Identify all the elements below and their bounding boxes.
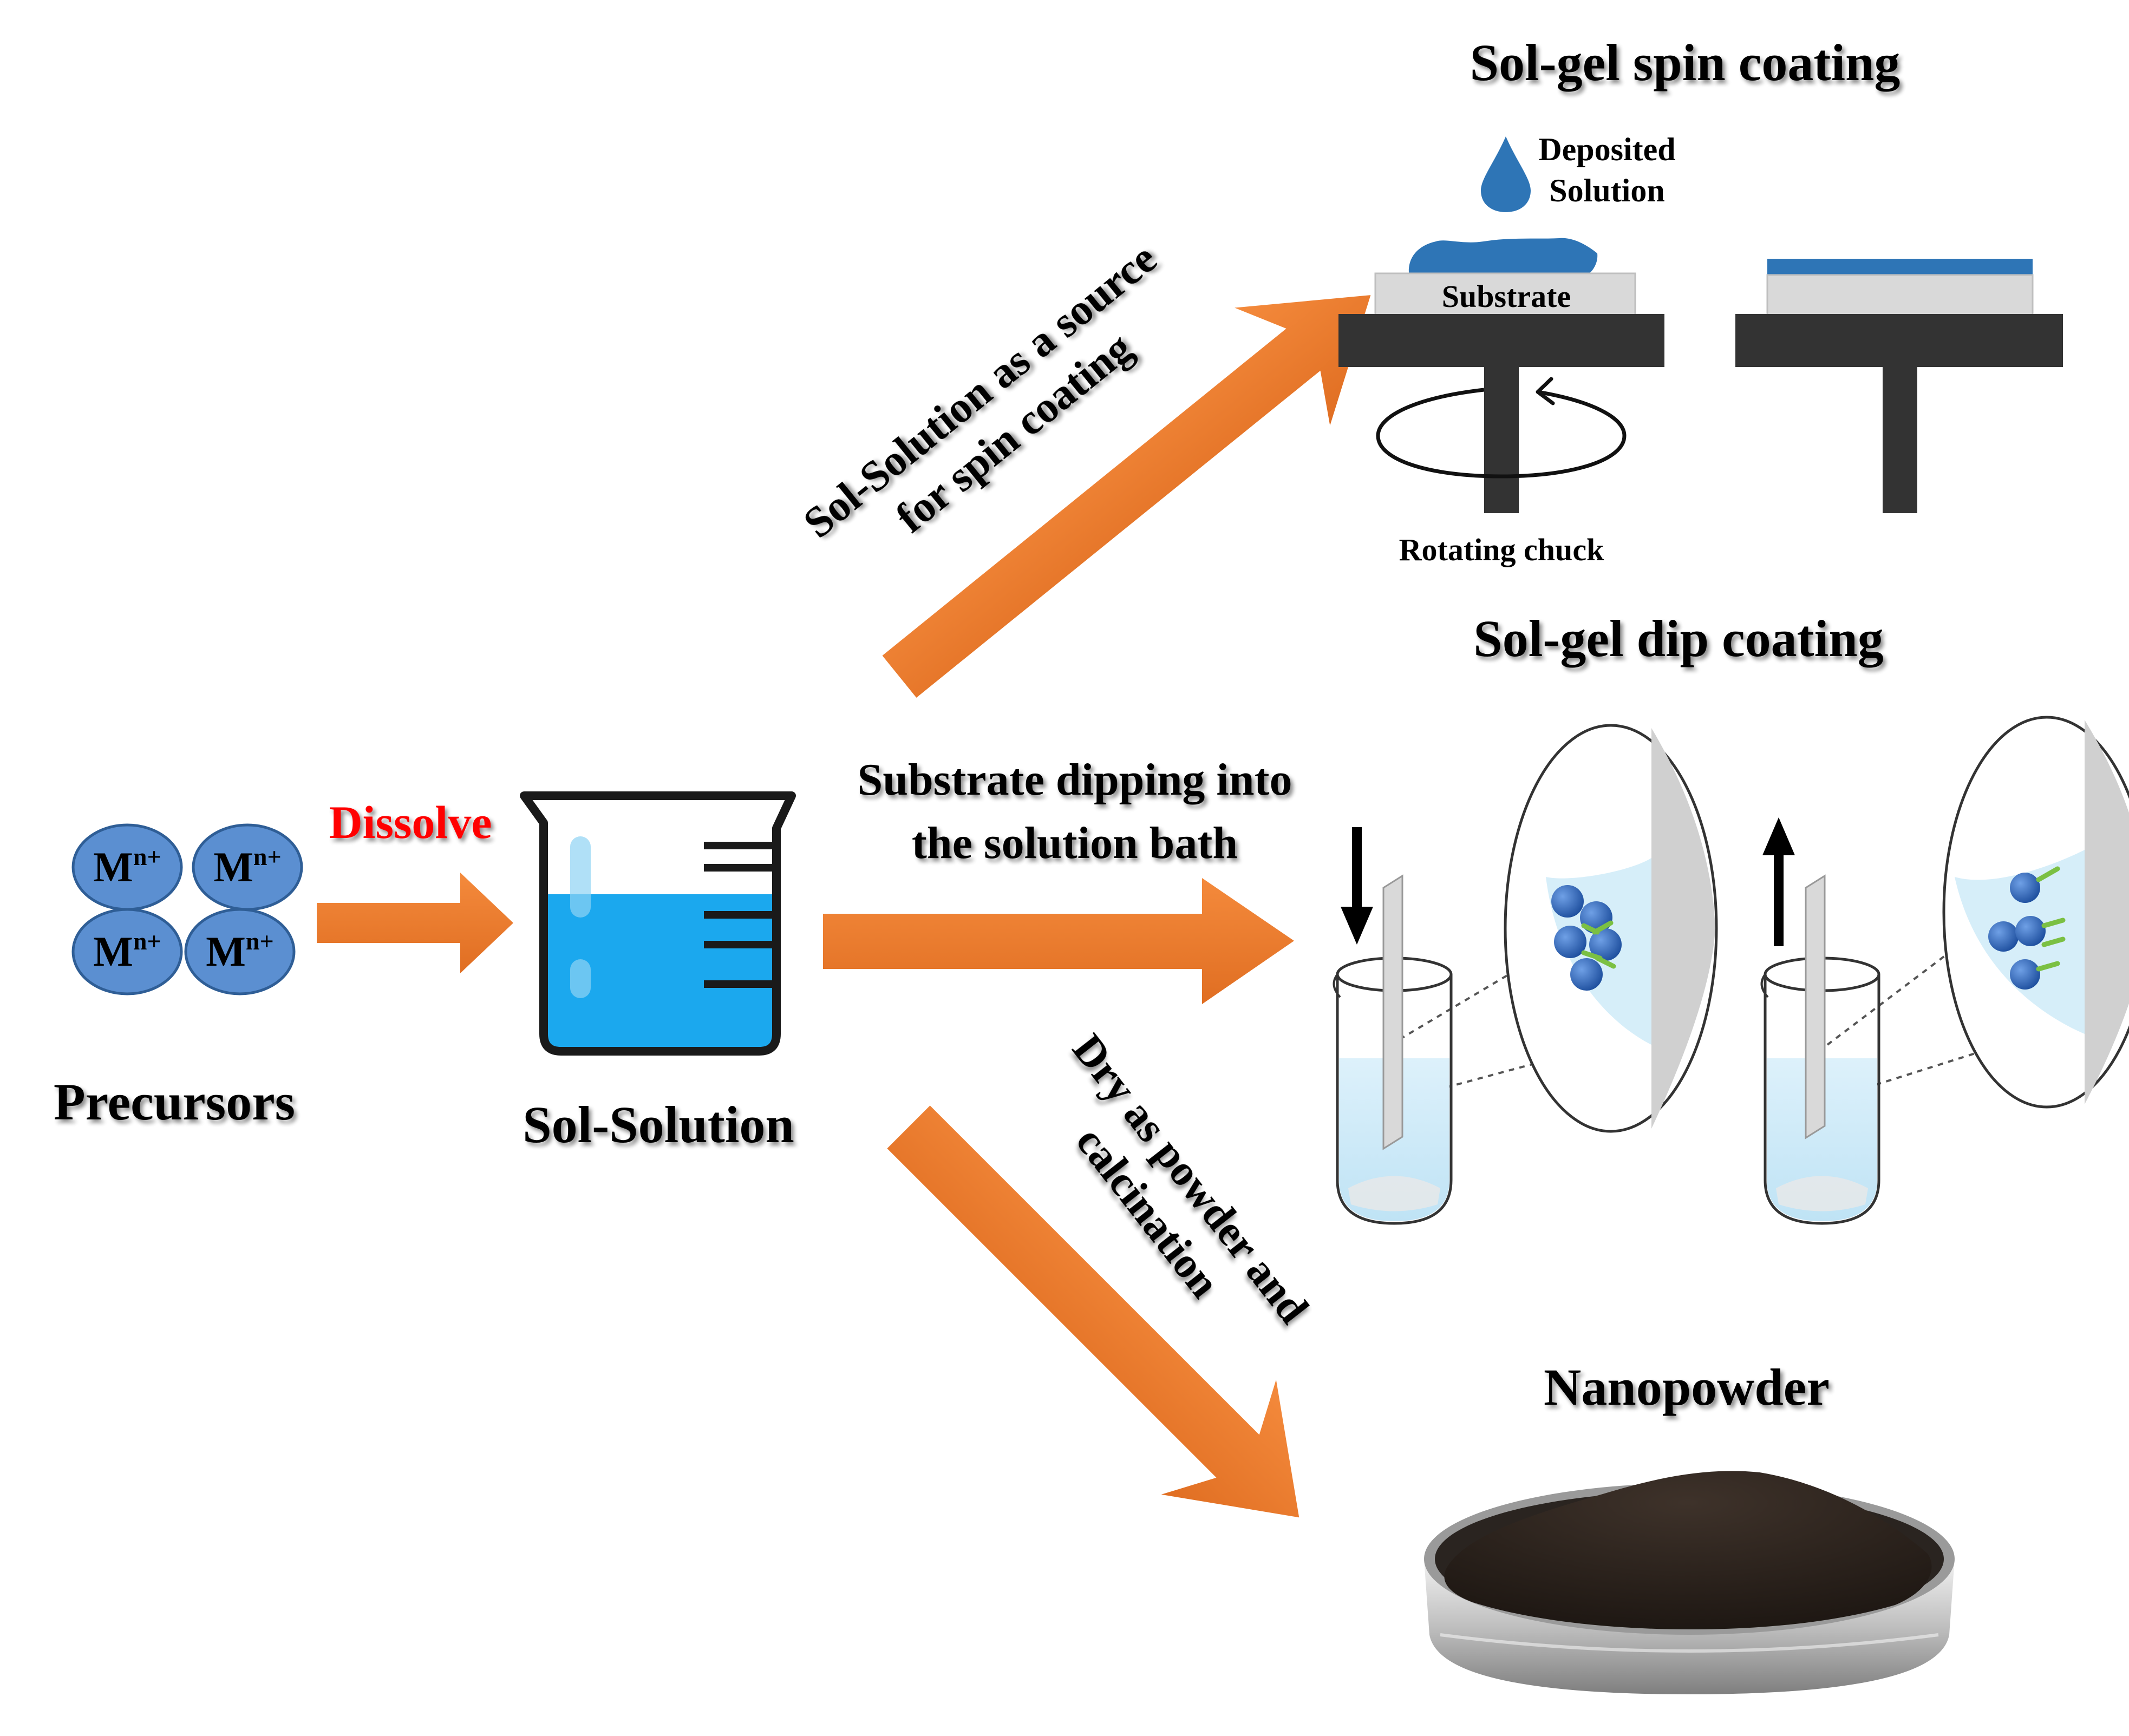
dip-coating-title: Sol-gel dip coating (1473, 610, 1883, 667)
spin-path-arrow (882, 295, 1371, 698)
precursor-ion: Mn+ (71, 908, 183, 995)
sol-solution-label: Sol-Solution (523, 1096, 794, 1154)
ion-charge: n+ (253, 843, 282, 870)
precursor-ion: Mn+ (71, 823, 183, 911)
rotation-arrow-icon (1376, 377, 1627, 479)
ion-charge: n+ (133, 927, 161, 955)
petri-dish-icon (1424, 1471, 1955, 1694)
powder-mound (1444, 1471, 1932, 1629)
beaker-icon (520, 791, 796, 1056)
rotating-chuck-label: Rotating chuck (1399, 532, 1604, 567)
precursor-cluster: Mn+ Mn+ Mn+ Mn+ (71, 823, 303, 995)
up-arrow-icon (1762, 817, 1795, 946)
dip-path-arrow (823, 878, 1294, 1004)
svg-text:Mn+: Mn+ (206, 927, 273, 975)
spin-coating-title: Sol-gel spin coating (1470, 34, 1901, 91)
spin-chuck-before: Substrate (1338, 238, 1664, 513)
ion-symbol: M (213, 843, 253, 890)
precursor-ion: Mn+ (184, 908, 296, 995)
nanopowder-title: Nanopowder (1544, 1358, 1830, 1416)
svg-text:Mn+: Mn+ (93, 843, 161, 890)
dip-path-label-line1: Substrate dipping into (858, 755, 1292, 805)
spin-chuck-after (1735, 259, 2063, 513)
down-arrow-icon (1341, 827, 1373, 945)
deposited-label-line2: Solution (1549, 173, 1664, 208)
solution-puddle (1408, 238, 1598, 273)
dissolve-arrow (317, 873, 513, 973)
ion-symbol: M (93, 928, 133, 975)
deposited-label-line1: Deposited (1538, 132, 1675, 167)
zoom-detail-withdrawal (1942, 716, 2129, 1109)
substrate-label: Substrate (1442, 279, 1571, 314)
svg-text:Mn+: Mn+ (213, 843, 281, 890)
ion-symbol: M (206, 928, 246, 975)
ion-charge: n+ (133, 843, 161, 870)
precursors-title: Precursors (54, 1073, 295, 1131)
zoom-detail-immersion (1504, 724, 1718, 1133)
dissolve-label: Dissolve (329, 796, 492, 848)
precursor-ion: Mn+ (192, 823, 303, 911)
ion-symbol: M (93, 843, 133, 890)
dip-coating-withdrawal (1760, 716, 2129, 1225)
ion-charge: n+ (246, 927, 274, 955)
powder-path-arrow (887, 1105, 1299, 1518)
drop-icon (1481, 136, 1531, 212)
dip-coating-immersion (1333, 724, 1718, 1225)
dip-path-label-line2: the solution bath (912, 818, 1238, 868)
spin-path-label: Sol-Solution as a source for spin coatin… (795, 234, 1166, 547)
svg-text:Mn+: Mn+ (93, 927, 161, 975)
